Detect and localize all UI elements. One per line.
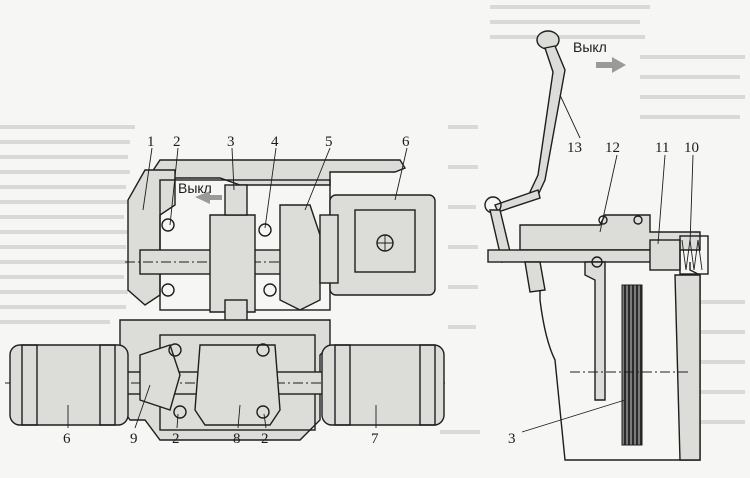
right-leader-lines	[521, 94, 694, 433]
right-lever-drawing	[484, 30, 709, 461]
callout-7: 7	[371, 431, 379, 447]
callout-9: 9	[130, 431, 138, 447]
callout-4: 4	[271, 134, 279, 150]
left-leader-lines	[67, 147, 408, 429]
callout-1: 1	[147, 134, 155, 150]
left-assembly-drawing	[5, 159, 445, 441]
callout-2: 2	[173, 134, 181, 150]
disengage-arrow-right	[596, 57, 626, 73]
disengage-label-right: Выкл	[573, 39, 607, 55]
disengage-label-left: Выкл	[178, 180, 212, 196]
right-callouts: 13 12 11 10 3 Выкл	[508, 39, 699, 447]
callout-3-gear: 3	[508, 431, 516, 447]
callout-8: 8	[233, 431, 241, 447]
disengage-arrow-left	[195, 191, 222, 204]
background-page-text	[0, 5, 745, 434]
callout-6-motor: 6	[402, 134, 410, 150]
callout-12: 12	[605, 140, 620, 156]
callout-2-left-bearing: 2	[172, 431, 180, 447]
callout-10: 10	[684, 140, 699, 156]
callout-6-wheel: 6	[63, 431, 71, 447]
callout-13: 13	[567, 140, 582, 156]
callout-2-right-bearing: 2	[261, 431, 269, 447]
left-callouts: 1 2 3 4 5 6 6 9 2 8 2 7 Выкл	[63, 134, 410, 447]
callout-5: 5	[325, 134, 333, 150]
callout-11: 11	[655, 140, 669, 156]
callout-3: 3	[227, 134, 235, 150]
